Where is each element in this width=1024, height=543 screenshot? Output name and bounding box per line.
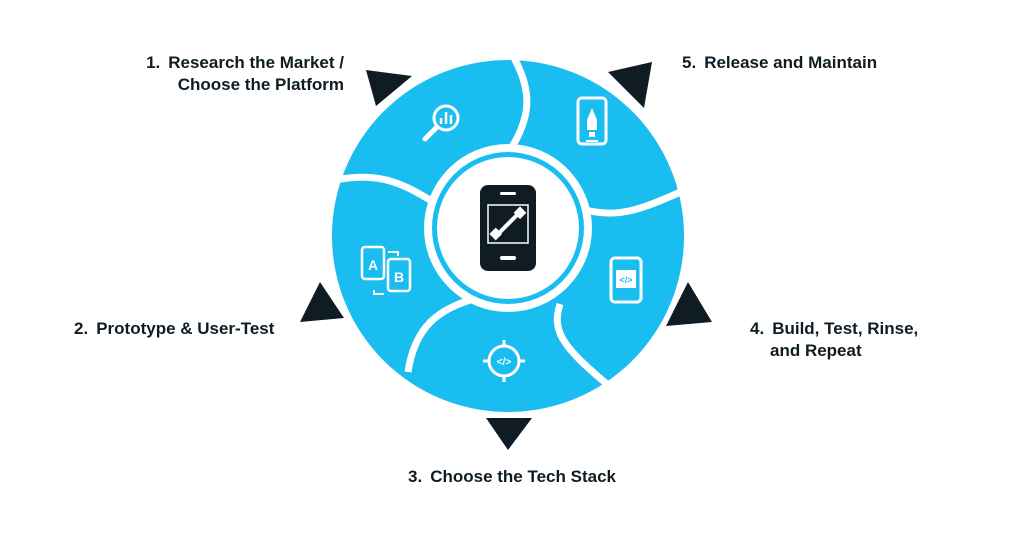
- step-2-line-1: Prototype & User-Test: [96, 319, 275, 338]
- step-2-number: 2.: [74, 319, 89, 338]
- step-5-line-1: Release and Maintain: [704, 53, 878, 72]
- step-4-label: 4. Build, Test, Rinse, and Repeat: [750, 318, 918, 362]
- pointer-4: [666, 282, 712, 326]
- step-3-line-1: Choose the Tech Stack: [430, 467, 616, 486]
- step-5-label: 5. Release and Maintain: [682, 52, 877, 74]
- step-2-label: 2. Prototype & User-Test: [74, 318, 274, 340]
- divider-top: [507, 54, 531, 152]
- step-1-number: 1.: [146, 53, 161, 72]
- divider-right: [584, 186, 687, 217]
- step-5-number: 5.: [682, 53, 697, 72]
- step-3-number: 3.: [408, 467, 423, 486]
- target-code-glyph: </>: [497, 357, 512, 368]
- ab-letter-a: A: [368, 257, 378, 273]
- phone-tools-icon: [480, 185, 536, 271]
- step-4-number: 4.: [750, 319, 765, 338]
- step-4-line-2: and Repeat: [770, 341, 862, 360]
- step-1-line-1: Research the Market /: [168, 53, 344, 72]
- step-1-line-2: Choose the Platform: [177, 75, 344, 94]
- ab-letter-b: B: [394, 269, 404, 285]
- phone-code-glyph: </>: [619, 275, 632, 285]
- pointer-2: [300, 282, 344, 322]
- pointer-3: [486, 418, 532, 450]
- step-3-label: 3. Choose the Tech Stack: [408, 466, 616, 488]
- divider-left: [334, 173, 432, 204]
- step-4-line-1: Build, Test, Rinse,: [772, 319, 919, 338]
- ab-test-icon: A B: [360, 245, 412, 295]
- segment-dividers: [334, 54, 687, 388]
- phone-code-icon: </>: [609, 256, 643, 304]
- code-target-icon: </>: [483, 340, 525, 382]
- step-1-label: 1. Research the Market / Choose the Platf…: [132, 52, 344, 96]
- pointer-1: [366, 70, 412, 106]
- divider-bottom-right: [553, 302, 611, 388]
- phone-rocket-icon: [576, 96, 608, 146]
- analytics-search-icon: [422, 104, 460, 142]
- divider-bottom-left: [404, 296, 472, 373]
- pointer-5: [608, 62, 652, 108]
